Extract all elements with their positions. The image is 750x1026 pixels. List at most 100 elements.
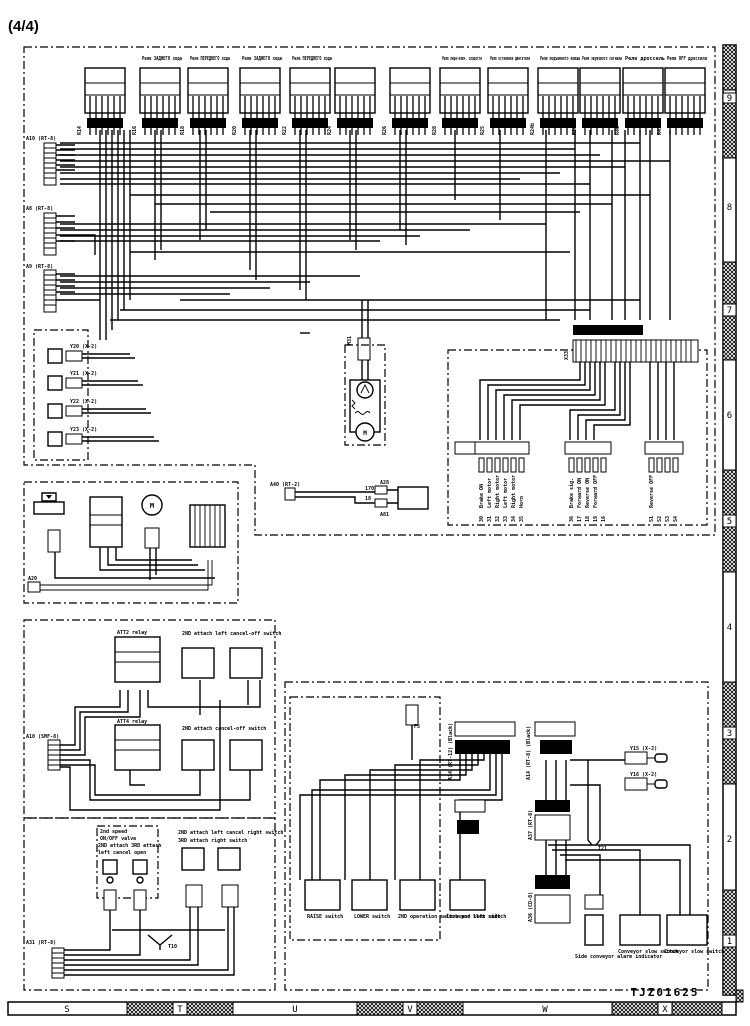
connector-a37-label: A37 (RT-8) [528, 810, 534, 840]
column-label: X [662, 1005, 668, 1015]
att-panel [47, 636, 263, 811]
raise-switch-label: RAISE switch [307, 914, 343, 920]
terminal-function-label: Right motor [495, 475, 501, 508]
relay-id-label: R26 [382, 126, 388, 135]
terminal-pin-number: 33 [503, 516, 509, 522]
terminal-function-label: Brake ON [479, 484, 485, 508]
terminal-pin [568, 457, 575, 473]
relay-title-label: Реле остановки двигателя [490, 56, 530, 62]
speed-ground-label: T10 [168, 944, 177, 950]
motor-assembly: M [344, 300, 386, 446]
left-connector-a8 [43, 212, 96, 256]
terminal-pin [510, 457, 517, 473]
terminal-pin [592, 457, 599, 473]
terminal-pin [648, 457, 655, 473]
solenoid-group-boundary [33, 329, 89, 461]
terminal-pin [486, 457, 493, 473]
terminal-function-label: Forward OFF [593, 475, 599, 508]
top-panel-boundary [23, 46, 716, 536]
valve-label-3: 2ND attach 3RD attach [98, 843, 161, 849]
row-label: 5 [727, 517, 732, 527]
switch-s34-label: Conveyor slow switch [618, 949, 678, 955]
terminal-function-label: Left motor [503, 478, 509, 508]
solenoid-label: Y23 (X-2) [70, 427, 97, 433]
a40-label: A40 (RT-2) [270, 482, 300, 488]
terminal-pin [478, 457, 485, 473]
att-connector-label: A10 (SMF-8) [26, 734, 59, 740]
att4-relay-label: ATT4 relay [117, 719, 147, 725]
relay-r40: R40 Реле дроссель [615, 56, 665, 135]
connector-label-a8: A8 (RT-8) [26, 206, 53, 212]
row-label: 6 [727, 411, 732, 421]
terminal-function-label: Brake sig. [569, 478, 575, 508]
terminal-function-label: Forward ON [577, 478, 583, 508]
valve-y15-label: Y15 (X-2) [630, 746, 657, 752]
bottom-center-panel [299, 704, 516, 911]
terminal-function-label: Reverse OFF [649, 475, 655, 508]
row-label: 3 [727, 729, 732, 739]
terminal-pin-number: 18 [585, 516, 591, 522]
relay-id-label: R24b [530, 123, 536, 135]
relay-r24: R24 [327, 67, 376, 135]
column-label: V [407, 1005, 413, 1015]
switch-s28-label: 2ND attach cancel-off switch [182, 726, 266, 732]
solenoid-label: Y21 (X-2) [70, 371, 97, 377]
terminal-drop-wires [479, 362, 675, 440]
connector-label-a9: A9 (RT-8) [26, 264, 53, 270]
relay-id-label: R40 [615, 126, 621, 135]
att2-relay-label: ATT2 relay [117, 630, 147, 636]
terminal-pin [656, 457, 663, 473]
drawing-reference: TJZ01625 [631, 986, 700, 999]
terminal-pin [664, 457, 671, 473]
terminal-pin-number: 35 [519, 516, 525, 522]
valve-label-2: ON/OFF valve [100, 836, 136, 842]
valve-label-1: 2nd speed [100, 829, 127, 835]
relay-title-label: Реле дроссель [625, 56, 665, 62]
row-label: 7 [727, 306, 732, 316]
relay-r26: R26 [382, 67, 431, 135]
motor-connector-label: M31 [347, 336, 353, 345]
row-label: 8 [727, 203, 732, 213]
x33-terminal-block [572, 325, 699, 363]
terminal-function-label: Horn [519, 496, 525, 508]
switch-30-label: 2ND attach left cancel right switch [178, 830, 283, 836]
operation-switch-label: 2ND operation switch and left side [398, 914, 500, 920]
terminal-group [474, 441, 530, 455]
terminal-pin-number: 36 [569, 516, 575, 522]
wire-170-label: 170 [365, 486, 374, 492]
lower-switch-label: LOWER switch [354, 914, 390, 920]
column-label: S [64, 1005, 69, 1015]
conveyor-slow-switch-label: Conveyor slow switch [446, 914, 506, 920]
row-label: 4 [727, 623, 732, 633]
relay-id-label: R25 [480, 126, 486, 135]
relay-title-label: Реле ЗАДНЕГО хода [142, 56, 182, 62]
terminal-pin-number: S4 [673, 516, 679, 522]
speed-panel [51, 847, 241, 979]
speed-panel-boundary [23, 817, 276, 991]
switch-s35-label: Conveyor slow switch [664, 949, 724, 955]
row-zone-strip [722, 44, 744, 1003]
relay-title-label: Реле ПЕРЕДНЕГО хода [292, 56, 332, 62]
bottom-right-panel [534, 721, 708, 946]
column-zone-strip [7, 1001, 737, 1016]
terminal-pin-number: 17 [577, 516, 583, 522]
terminal-group [644, 441, 684, 455]
connector-a14-label: A14 (RT-12) (Black) [448, 723, 454, 780]
terminal-function-label: Right motor [511, 475, 517, 508]
speed-connector-label: A31 (RT-8) [26, 940, 56, 946]
row-label: 9 [727, 94, 732, 104]
terminal-pin [518, 457, 525, 473]
relay-id-label: R24 [327, 126, 333, 135]
terminal-pin-number: 19 [593, 516, 599, 522]
terminal-pin-number: S1 [649, 516, 655, 522]
terminal-pin-number: 30 [479, 516, 485, 522]
column-label: T [177, 1005, 183, 1015]
valve-subgroup-boundary [96, 825, 159, 899]
